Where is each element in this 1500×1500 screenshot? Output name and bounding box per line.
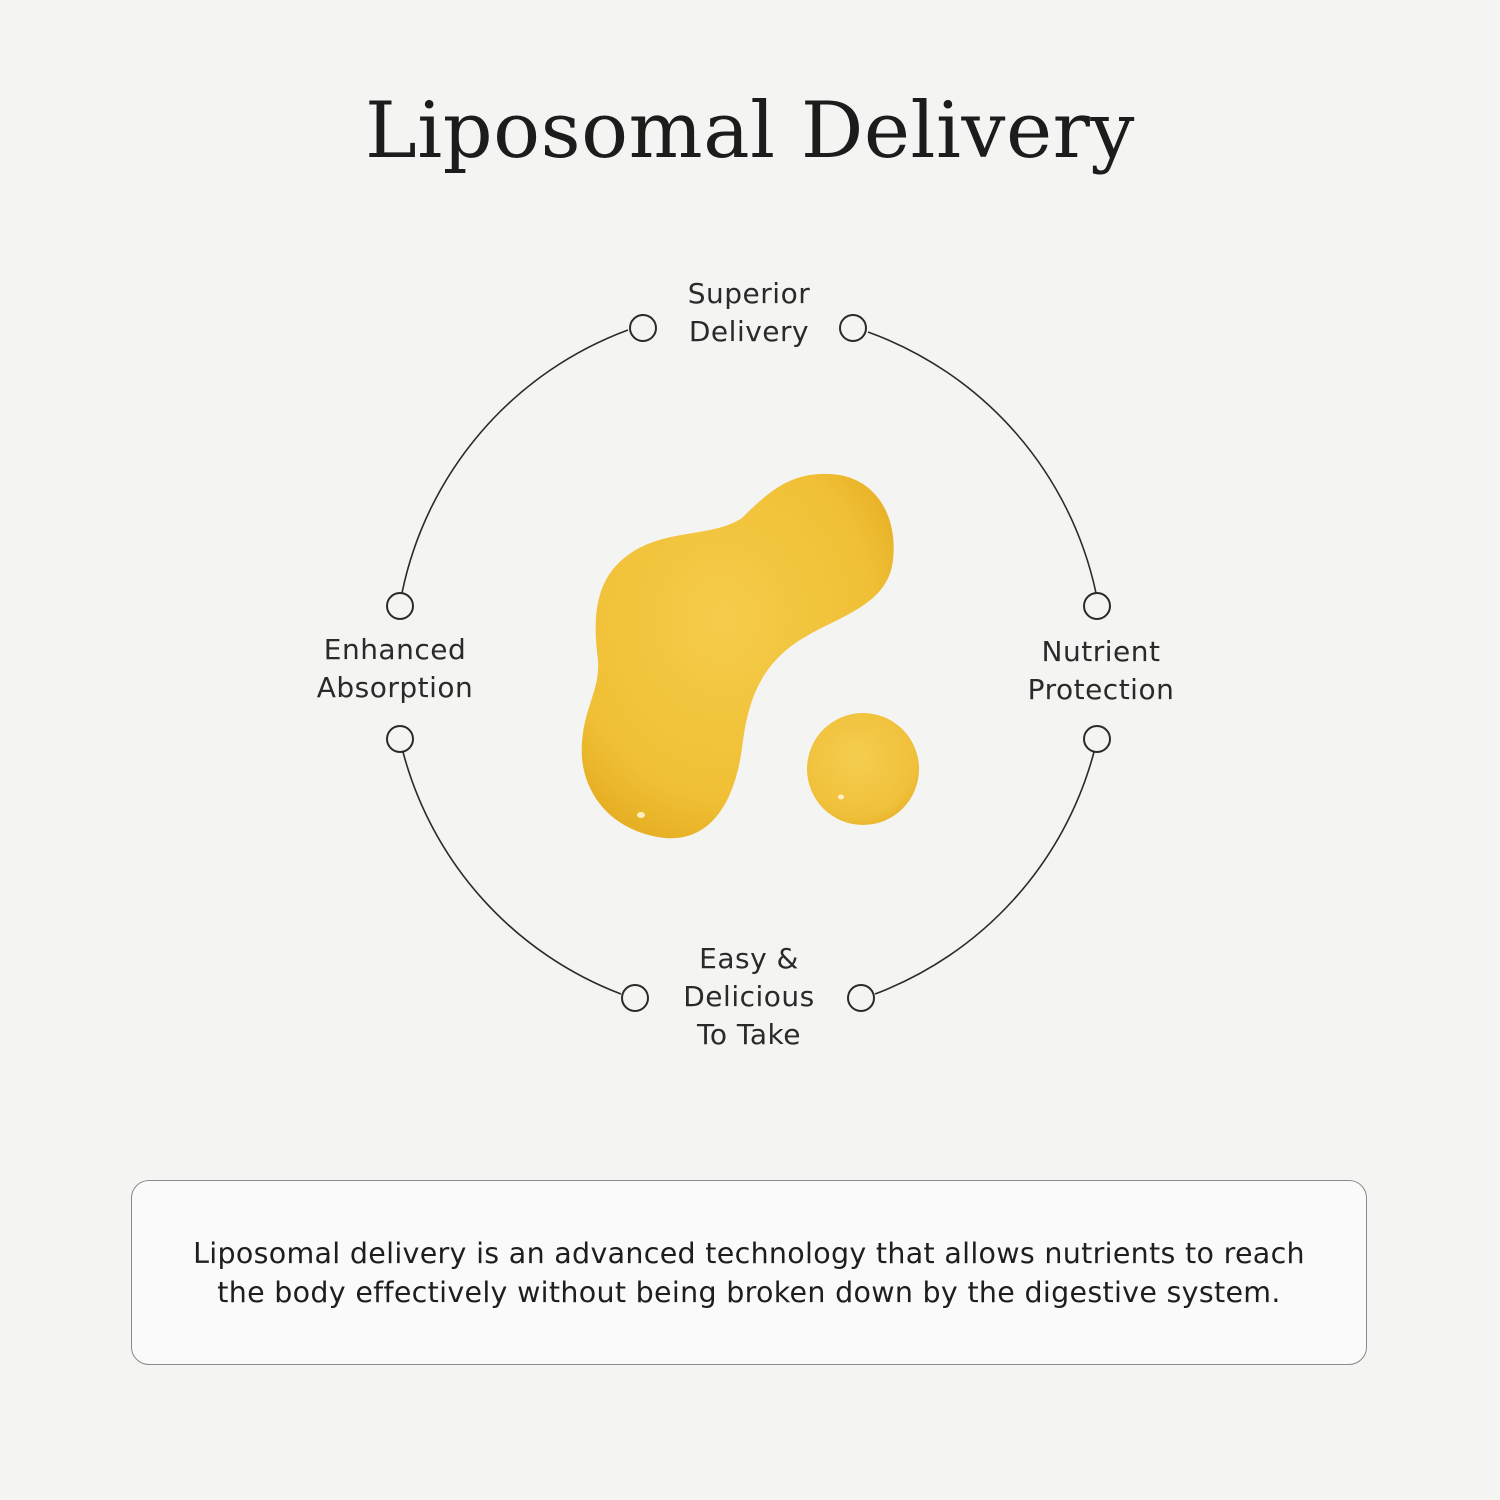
benefit-easy-delicious: Easy & Delicious To Take	[619, 940, 879, 1054]
benefit-superior-delivery: Superior Delivery	[619, 275, 879, 351]
page-title: Liposomal Delivery	[365, 86, 1135, 176]
arc-bottom-right	[874, 751, 1095, 995]
node-top-right	[839, 314, 867, 342]
benefit-bottom-line3: To Take	[697, 1018, 801, 1051]
liposome-blob-image	[581, 473, 894, 839]
arc-top-right	[867, 331, 1097, 594]
node-top-left	[629, 314, 657, 342]
arc-bottom-left	[402, 751, 622, 995]
node-left-lower	[386, 725, 414, 753]
benefit-left-line1: Enhanced	[323, 633, 467, 666]
node-right-upper	[1083, 592, 1111, 620]
benefit-right-line1: Nutrient	[1041, 635, 1161, 668]
benefit-top-line2: Delivery	[688, 315, 810, 348]
node-bottom-right	[847, 984, 875, 1012]
benefit-right-line2: Protection	[1027, 673, 1175, 706]
benefit-left-line2: Absorption	[316, 671, 474, 704]
benefit-top-line1: Superior	[687, 277, 811, 310]
description-text: Liposomal delivery is an advanced techno…	[193, 1236, 1305, 1309]
benefit-bottom-line2: Delicious	[683, 980, 815, 1013]
node-bottom-left	[621, 984, 649, 1012]
liposome-droplet-image	[807, 713, 919, 825]
node-right-lower	[1083, 725, 1111, 753]
arc-top-left	[401, 329, 629, 594]
benefit-enhanced-absorption: Enhanced Absorption	[265, 631, 525, 707]
benefit-bottom-line1: Easy &	[699, 942, 799, 975]
description-box: Liposomal delivery is an advanced techno…	[131, 1180, 1367, 1365]
node-left-upper	[386, 592, 414, 620]
benefit-nutrient-protection: Nutrient Protection	[971, 633, 1231, 709]
